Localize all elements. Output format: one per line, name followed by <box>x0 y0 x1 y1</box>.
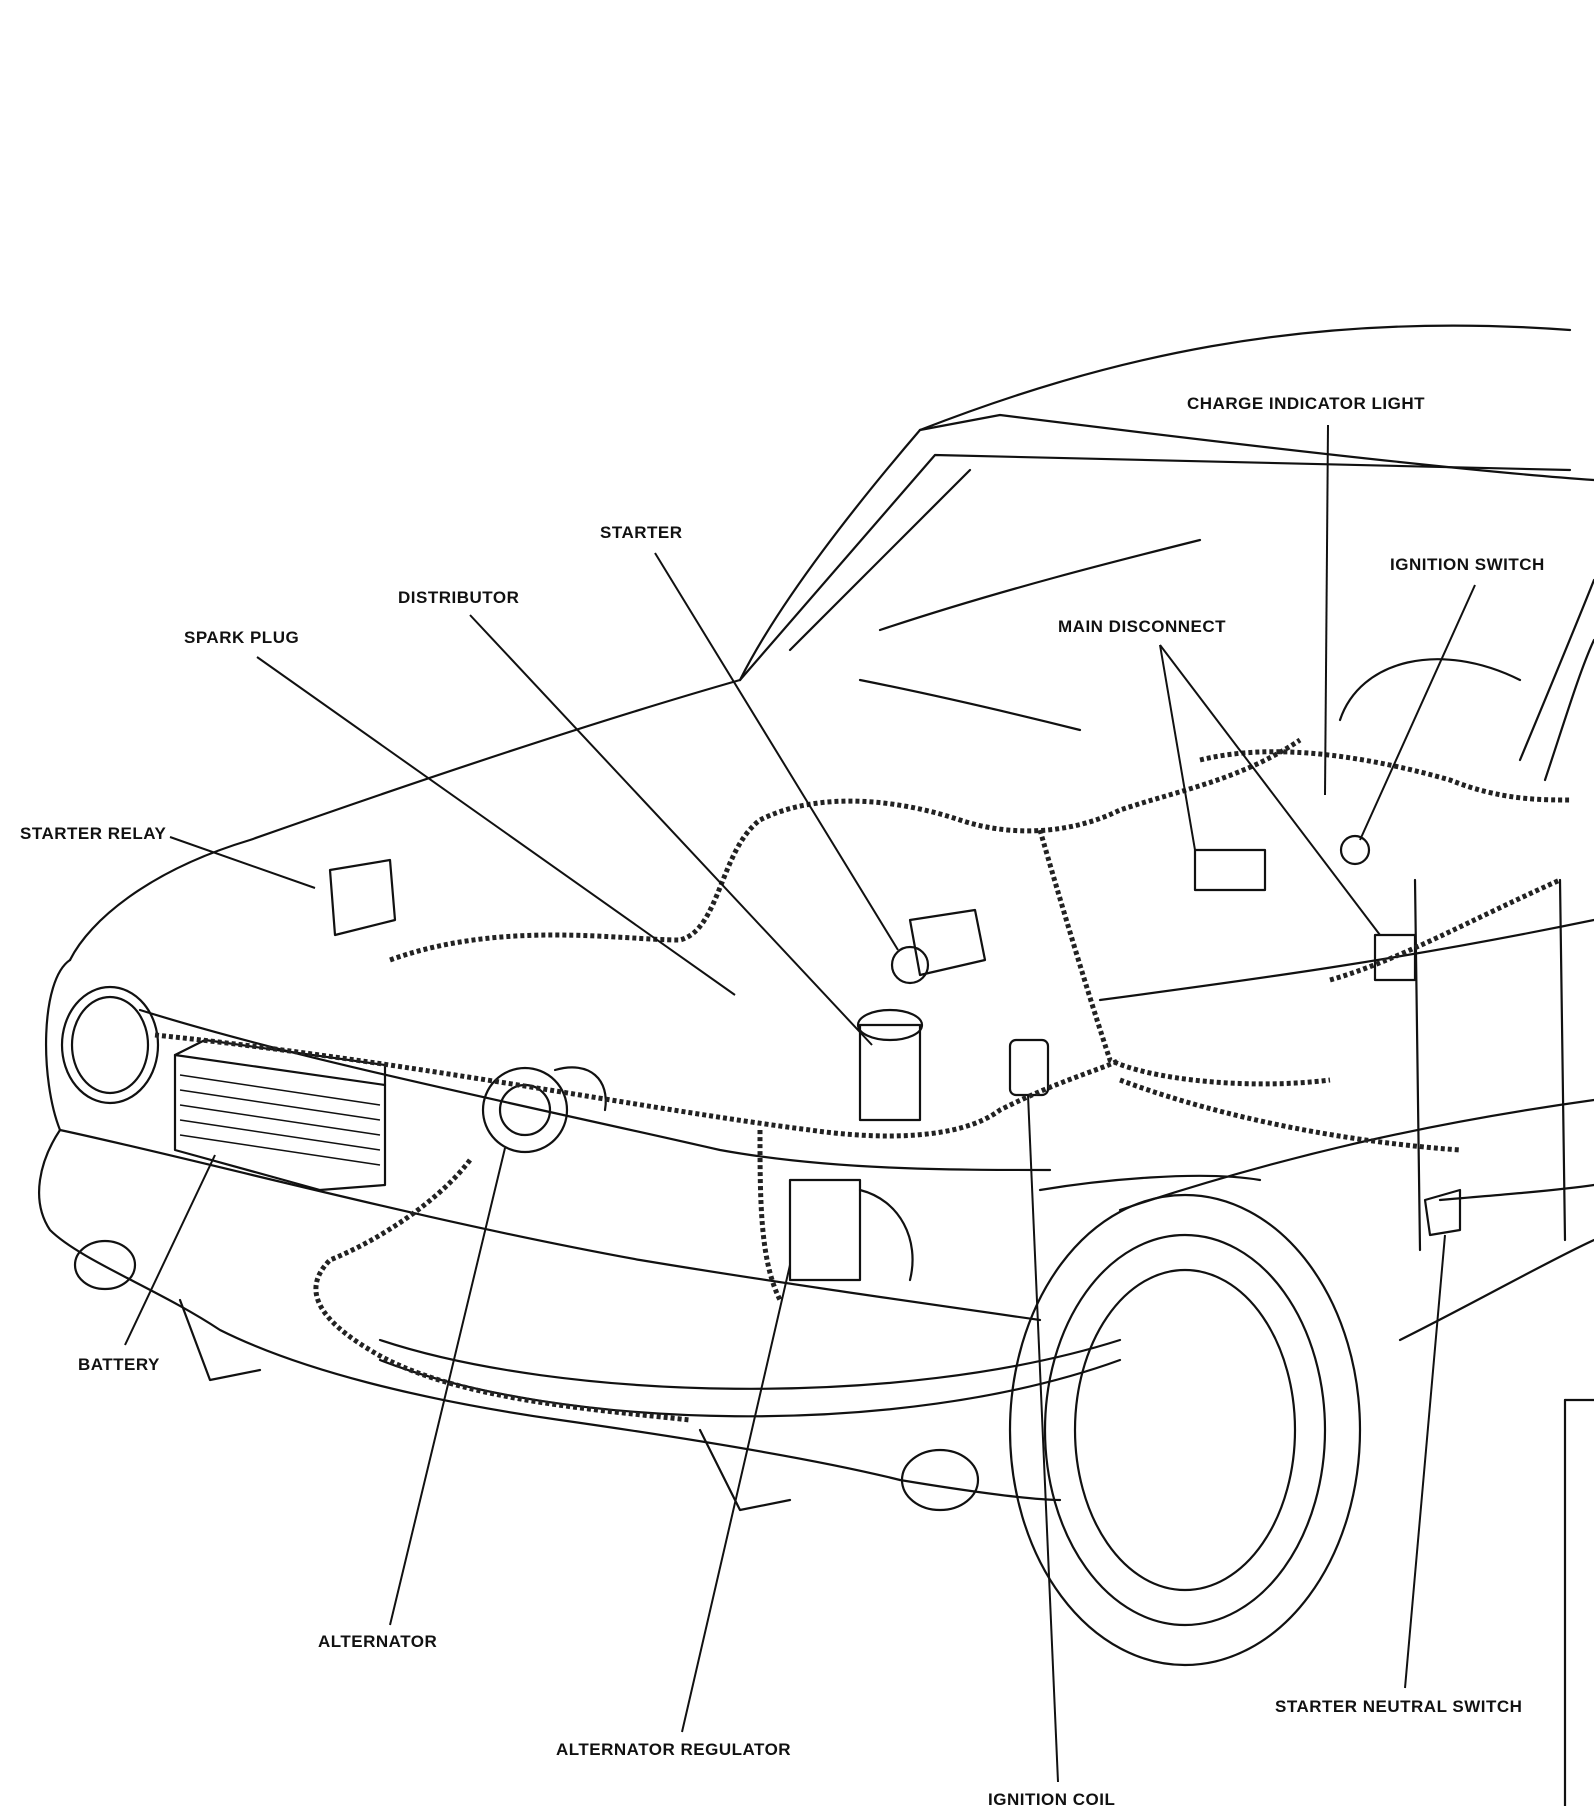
label-battery: BATTERY <box>78 1355 160 1374</box>
label-charge-indicator-light: CHARGE INDICATOR LIGHT <box>1187 394 1425 413</box>
battery-drawing <box>173 1038 387 1192</box>
car-body <box>38 324 1594 1808</box>
wiring-harness <box>154 737 1571 1423</box>
main-disconnect-drawing <box>1193 848 1417 982</box>
label-main-disconnect: MAIN DISCONNECT <box>1058 617 1227 636</box>
alternator-regulator-drawing <box>788 1178 914 1282</box>
distributor-drawing <box>856 1008 924 1122</box>
label-starter-neutral-switch: STARTER NEUTRAL SWITCH <box>1275 1697 1523 1716</box>
label-starter: STARTER <box>600 523 683 542</box>
label-ignition-coil: IGNITION COIL <box>988 1790 1116 1809</box>
label-distributor: DISTRIBUTOR <box>398 588 520 607</box>
label-ignition-switch: IGNITION SWITCH <box>1390 555 1545 574</box>
label-starter-relay: STARTER RELAY <box>20 824 167 843</box>
starter-neutral-switch-drawing <box>1423 1188 1462 1237</box>
ignition-coil-drawing <box>1008 1038 1050 1097</box>
label-spark-plug: SPARK PLUG <box>184 628 300 647</box>
leader-lines <box>124 424 1476 1783</box>
label-alternator-regulator: ALTERNATOR REGULATOR <box>556 1740 792 1759</box>
ignition-switch-drawing <box>1339 834 1371 866</box>
label-alternator: ALTERNATOR <box>318 1632 438 1651</box>
starter-relay-drawing <box>328 858 397 937</box>
starter-drawing <box>890 908 987 985</box>
